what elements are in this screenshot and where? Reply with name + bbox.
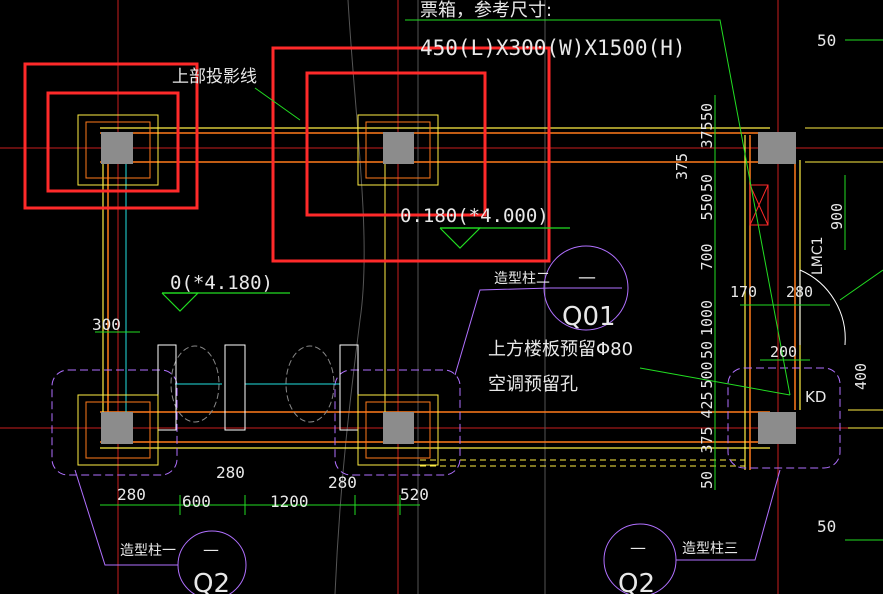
floor-hole-note: 上方楼板预留Φ80: [488, 339, 633, 360]
vertical-dim-3: 550: [698, 193, 716, 220]
dim-1200: 1200: [270, 492, 309, 511]
highlight-box-2-inner: [305, 71, 487, 217]
leader-right: [839, 269, 883, 301]
dimension-lines: [95, 39, 883, 541]
tag-q2-right: Q2: [618, 569, 655, 594]
dim-280-a: 280: [216, 463, 245, 482]
dim-280-right: 280: [786, 283, 813, 301]
dim-50-bottom: 50: [817, 517, 836, 536]
column-type-2-label: 造型柱二: [494, 271, 550, 287]
vertical-dim-4: 700: [698, 243, 716, 270]
highlight-box-1-inner: [46, 91, 180, 193]
elevation-left: 0(*4.180): [170, 272, 273, 294]
column-tm-inner: [365, 121, 431, 179]
dim-50-top: 50: [817, 31, 836, 50]
rail-post-3: [339, 344, 359, 431]
door-swing: [799, 269, 846, 346]
dimension-text: 300 280 280 280 600 1200 520 170 280 200…: [92, 31, 870, 536]
ticket-box-cross-2: [749, 184, 769, 226]
vertical-dim-8: 425: [698, 391, 716, 418]
leader-projection: [254, 87, 301, 121]
column-bl-outline: [77, 394, 159, 466]
column-tl: [77, 114, 159, 186]
note-size: 450(L)X300(W)X1500(H): [420, 36, 686, 60]
dim-375-left: 375: [673, 153, 691, 180]
ticket-box-rect: [749, 184, 769, 226]
column-tl-core: [101, 132, 133, 164]
vertical-dim-1: 375: [698, 121, 716, 148]
kd-label: KD: [805, 388, 826, 406]
leader-note-top: [405, 19, 791, 396]
dim-300: 300: [92, 315, 121, 334]
door-arc: [799, 269, 846, 346]
text-labels: 票箱，参考尺寸: 450(L)X300(W)X1500(H) 上部投影线 0.1…: [120, 0, 826, 594]
note-top: 票箱，参考尺寸:: [420, 0, 552, 21]
highlight-boxes: [23, 46, 551, 263]
dim-170: 170: [730, 283, 757, 301]
column-tm-core: [383, 132, 414, 164]
vertical-dim-0: 50: [698, 103, 716, 121]
column-bl: [77, 394, 159, 466]
column-tr-core: [758, 132, 796, 164]
vertical-dim-2: 50: [698, 174, 716, 192]
dim-520: 520: [400, 485, 429, 504]
column-tr: [758, 132, 796, 164]
dim-280-c: 280: [328, 473, 357, 492]
dim-400: 400: [852, 363, 870, 390]
column-type-3-label: 造型柱三: [682, 541, 738, 557]
highlight-box-1-outer: [23, 62, 199, 210]
dim-900: 900: [828, 203, 846, 230]
ac-hole-note: 空调预留孔: [488, 374, 578, 395]
column-bm-inner: [365, 401, 431, 459]
tag-q01: Q01: [562, 302, 616, 332]
rail-post-2: [224, 344, 246, 431]
rail-post-1: [157, 344, 177, 431]
vertical-dim-5: 1000: [698, 300, 716, 336]
tag-q01-dash: —: [578, 267, 596, 288]
projection-line-label: 上部投影线: [172, 67, 257, 87]
column-type-1-label: 造型柱一: [120, 543, 176, 559]
vertical-dim-9: 375: [698, 426, 716, 453]
column-tl-inner: [85, 121, 151, 179]
column-bl-core: [101, 412, 133, 444]
vertical-dim-6: 50: [698, 341, 716, 359]
outline-col-3: [727, 367, 841, 469]
tag-q2-left-dash: —: [203, 540, 219, 559]
railing: [157, 344, 359, 431]
ticket-box-symbol: [749, 184, 769, 226]
highlight-box-2-outer: [271, 46, 551, 263]
lmc-label: LMC1: [810, 236, 826, 275]
columns: [77, 114, 796, 466]
leader-col2: [454, 287, 551, 376]
tag-q2-left: Q2: [193, 569, 230, 594]
column-tm: [357, 114, 439, 186]
column-tm-outline: [357, 114, 439, 186]
column-bm-core: [383, 412, 414, 444]
column-bm-outline: [357, 394, 439, 466]
column-bl-inner: [85, 401, 151, 459]
column-tl-outline: [77, 114, 159, 186]
column-br-core: [758, 412, 796, 444]
vertical-dim-7: 500: [698, 361, 716, 388]
dim-280-b: 280: [117, 485, 146, 504]
dim-200: 200: [770, 343, 797, 361]
tag-circles: [74, 245, 781, 594]
column-bm: [357, 394, 439, 466]
decorative-column-outlines: [51, 367, 841, 476]
elevation-right: 0.180(*4.000): [400, 205, 549, 227]
curve-line: [334, 0, 365, 594]
column-br: [758, 412, 796, 444]
leader-col1: [74, 469, 178, 566]
leader-col3: [676, 469, 781, 561]
dim-600: 600: [182, 492, 211, 511]
elevation-markers: [161, 227, 570, 312]
vertical-dim-10: 50: [698, 471, 716, 489]
tag-q2-right-dash: —: [630, 538, 646, 557]
